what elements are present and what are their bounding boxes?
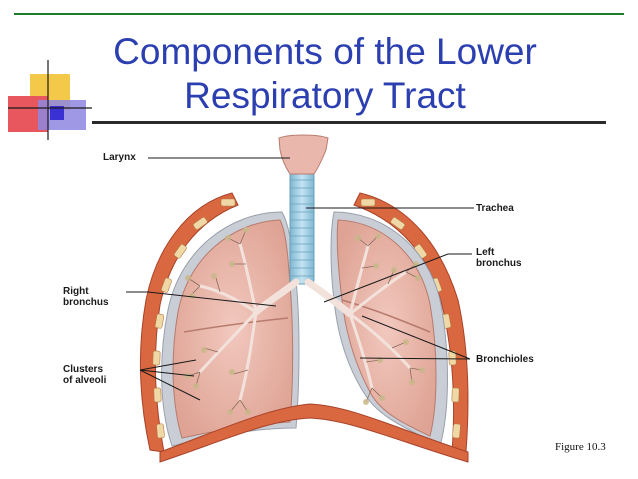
label-right-bronchus: Right bronchus (63, 286, 109, 308)
label-right-bronchus-line1: Right (63, 286, 109, 297)
trachea (290, 172, 314, 284)
label-larynx: Larynx (103, 152, 136, 163)
right-lung (173, 220, 293, 438)
figure-caption: Figure 10.3 (555, 441, 606, 453)
label-clusters-line2: of alveoli (63, 375, 106, 386)
label-bronchioles: Bronchioles (476, 354, 534, 365)
label-clusters-line1: Clusters (63, 364, 106, 375)
label-left-bronchus-line1: Left (476, 247, 522, 258)
label-left-bronchus: Left bronchus (476, 247, 522, 269)
label-trachea: Trachea (476, 203, 514, 214)
label-clusters-of-alveoli: Clusters of alveoli (63, 364, 106, 386)
larynx (279, 135, 328, 174)
label-right-bronchus-line2: bronchus (63, 297, 109, 308)
label-left-bronchus-line2: bronchus (476, 258, 522, 269)
